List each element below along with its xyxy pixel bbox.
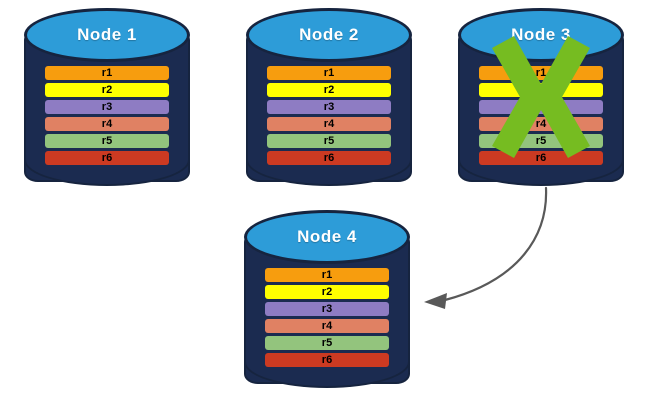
node-2-record-r6[interactable]: r6 bbox=[267, 151, 391, 165]
node-3[interactable]: Node 3 r1 r2 r3 r4 r5 r6 bbox=[458, 8, 624, 186]
node-4-record-r4[interactable]: r4 bbox=[265, 319, 389, 333]
node-1-cylinder-top bbox=[24, 8, 190, 62]
node-4-record-r2[interactable]: r2 bbox=[265, 285, 389, 299]
node-3-record-list: r1 r2 r3 r4 r5 r6 bbox=[479, 66, 603, 165]
node-2-record-r1[interactable]: r1 bbox=[267, 66, 391, 80]
node-4-record-r6[interactable]: r6 bbox=[265, 353, 389, 367]
node-2-record-r2[interactable]: r2 bbox=[267, 83, 391, 97]
node-3-title: Node 3 bbox=[511, 25, 571, 44]
node-2-title: Node 2 bbox=[299, 25, 359, 44]
node-4-record-list: r1 r2 r3 r4 r5 r6 bbox=[265, 268, 389, 367]
node-1-record-r1[interactable]: r1 bbox=[45, 66, 169, 80]
node-4[interactable]: Node 4 r1 r2 r3 r4 r5 r6 bbox=[244, 210, 410, 388]
node-4-record-r5[interactable]: r5 bbox=[265, 336, 389, 350]
node-1-record-r6[interactable]: r6 bbox=[45, 151, 169, 165]
node-3-record-r6[interactable]: r6 bbox=[479, 151, 603, 165]
node-3-record-r1[interactable]: r1 bbox=[479, 66, 603, 80]
node-4-cylinder-top bbox=[244, 210, 410, 264]
node-2[interactable]: Node 2 r1 r2 r3 r4 r5 r6 bbox=[246, 8, 412, 186]
node-3-record-r2[interactable]: r2 bbox=[479, 83, 603, 97]
node-4-record-r3[interactable]: r3 bbox=[265, 302, 389, 316]
node-2-cylinder-top bbox=[246, 8, 412, 62]
node-1[interactable]: Node 1 r1 r2 r3 r4 r5 r6 bbox=[24, 8, 190, 186]
node-1-record-list: r1 r2 r3 r4 r5 r6 bbox=[45, 66, 169, 165]
node-3-record-r3[interactable]: r3 bbox=[479, 100, 603, 114]
node-1-title: Node 1 bbox=[77, 25, 137, 44]
node-1-record-r5[interactable]: r5 bbox=[45, 134, 169, 148]
node-3-record-r5[interactable]: r5 bbox=[479, 134, 603, 148]
node-4-record-r1[interactable]: r1 bbox=[265, 268, 389, 282]
node-1-record-r4[interactable]: r4 bbox=[45, 117, 169, 131]
node-1-record-r3[interactable]: r3 bbox=[45, 100, 169, 114]
node-2-record-r3[interactable]: r3 bbox=[267, 100, 391, 114]
node-4-title: Node 4 bbox=[297, 227, 357, 246]
node-3-record-r4[interactable]: r4 bbox=[479, 117, 603, 131]
node-2-record-r4[interactable]: r4 bbox=[267, 117, 391, 131]
node-2-record-r5[interactable]: r5 bbox=[267, 134, 391, 148]
node-1-record-r2[interactable]: r2 bbox=[45, 83, 169, 97]
node-2-record-list: r1 r2 r3 r4 r5 r6 bbox=[267, 66, 391, 165]
